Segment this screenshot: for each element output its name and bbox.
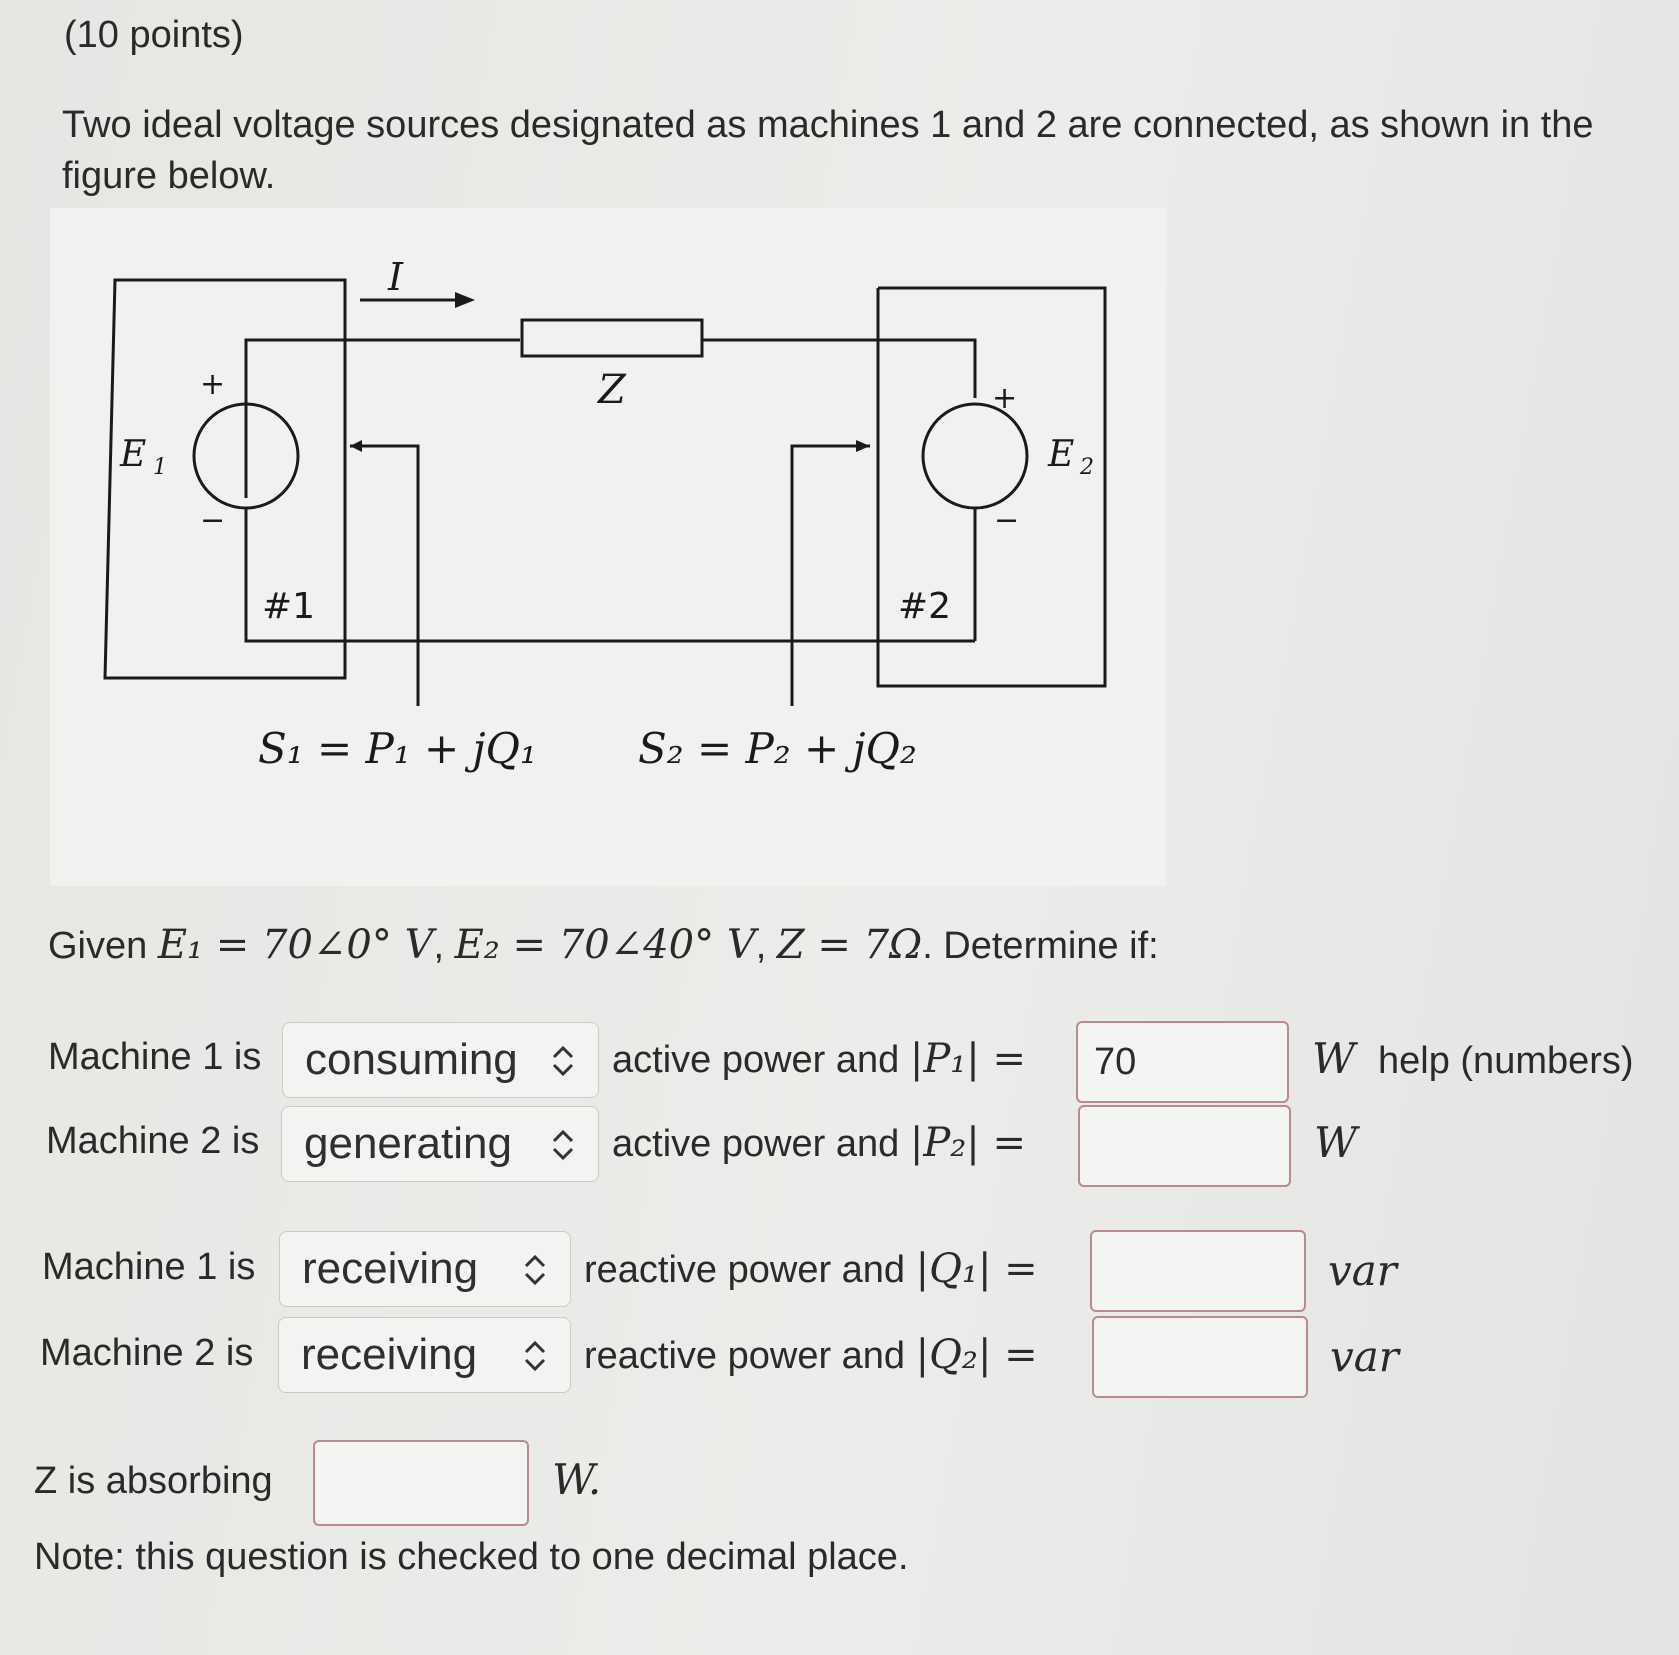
wire-bottom [244, 508, 975, 643]
circuit-diagram: I Z E 1 E 2 S₁ = P₁ + jQ₁ S₂ = P₂ + jQ₂ … [103, 255, 1107, 773]
row2-unit: W [1314, 1118, 1358, 1167]
row1-text: active power and |P₁| = [612, 1036, 1026, 1082]
wire-top-right [702, 338, 977, 398]
row2-quantity: |P₂| = [909, 1120, 1026, 1166]
circuit-figure: I Z E 1 E 2 S₁ = P₁ + jQ₁ S₂ = P₂ + jQ₂ … [50, 208, 1166, 886]
s2-equation: S₂ = P₂ + jQ₂ [638, 724, 917, 773]
given-prefix: Given [48, 925, 158, 967]
q2-input[interactable] [1092, 1316, 1308, 1398]
select-value: receiving [301, 1330, 478, 1379]
row1-label: Machine 1 is [48, 1036, 262, 1078]
z-unit: W. [552, 1455, 602, 1504]
e1-plus: + [200, 367, 225, 402]
row3-quantity: |Q₁| = [915, 1246, 1038, 1292]
row4-text: reactive power and |Q₂| = [584, 1332, 1038, 1378]
s1-equation: S₁ = P₁ + jQ₁ [258, 724, 537, 773]
source2-circle [921, 402, 1029, 510]
p2-input[interactable] [1078, 1105, 1291, 1187]
row4-label: Machine 2 is [40, 1332, 254, 1374]
wire-top-left [244, 338, 520, 498]
question-text: Two ideal voltage sources designated as … [62, 104, 1594, 197]
help-numbers-link[interactable]: help (numbers) [1378, 1040, 1634, 1082]
machine1-label: #1 [262, 586, 315, 627]
current-label: I [387, 255, 404, 299]
impedance-label: Z [596, 367, 627, 413]
row3-text: reactive power and |Q₁| = [584, 1246, 1038, 1292]
note-text: Note: this question is checked to one de… [34, 1536, 909, 1578]
e2-label: E [1047, 434, 1074, 475]
p1-input[interactable]: 70 [1076, 1021, 1289, 1103]
machine2-label: #2 [898, 586, 951, 627]
lead-s1 [350, 444, 420, 706]
machine1-reactive-select[interactable]: receiving [279, 1231, 571, 1307]
chevron-up-down-icon [524, 1340, 546, 1372]
machine1-box [103, 278, 347, 680]
chevron-up-down-icon [552, 1045, 574, 1077]
row4-unit: var [1330, 1332, 1399, 1381]
e2-minus: − [994, 503, 1019, 538]
e1-minus: − [200, 503, 225, 538]
impedance-box [520, 318, 704, 358]
row2-text: active power and |P₂| = [612, 1120, 1026, 1166]
z-absorbing-label: Z is absorbing [34, 1460, 273, 1502]
e1-label: E [119, 434, 146, 475]
chevron-up-down-icon [524, 1254, 546, 1286]
e2-plus: + [992, 381, 1017, 416]
given-suffix: . Determine if: [922, 925, 1159, 967]
given-e2: E₂ = 70∠40° V [454, 922, 756, 968]
given-z: Z = 7Ω [776, 922, 923, 968]
lead-s2 [790, 444, 870, 706]
chevron-up-down-icon [552, 1129, 574, 1161]
select-value: generating [304, 1119, 512, 1168]
select-value: consuming [305, 1035, 518, 1084]
row2-label: Machine 2 is [46, 1120, 260, 1162]
row1-unit: W [1312, 1034, 1356, 1083]
machine1-active-select[interactable]: consuming [282, 1022, 599, 1098]
e1-sub: 1 [153, 455, 167, 480]
machine2-active-select[interactable]: generating [281, 1106, 599, 1182]
q1-input[interactable] [1090, 1230, 1306, 1312]
select-value: receiving [302, 1244, 479, 1293]
machine2-reactive-select[interactable]: receiving [278, 1317, 571, 1393]
machine2-box [876, 286, 1107, 688]
current-arrow-head [455, 292, 475, 308]
row3-unit: var [1328, 1246, 1397, 1295]
e2-sub: 2 [1079, 455, 1094, 480]
row4-quantity: |Q₂| = [915, 1332, 1038, 1378]
points-label: (10 points) [64, 14, 244, 56]
row1-quantity: |P₁| = [909, 1036, 1026, 1082]
z-power-input[interactable] [313, 1440, 529, 1526]
given-e1: E₁ = 70∠0° V [157, 922, 434, 968]
row3-label: Machine 1 is [42, 1246, 256, 1288]
given-line: Given E₁ = 70∠0° V, E₂ = 70∠40° V, Z = 7… [48, 922, 1159, 968]
